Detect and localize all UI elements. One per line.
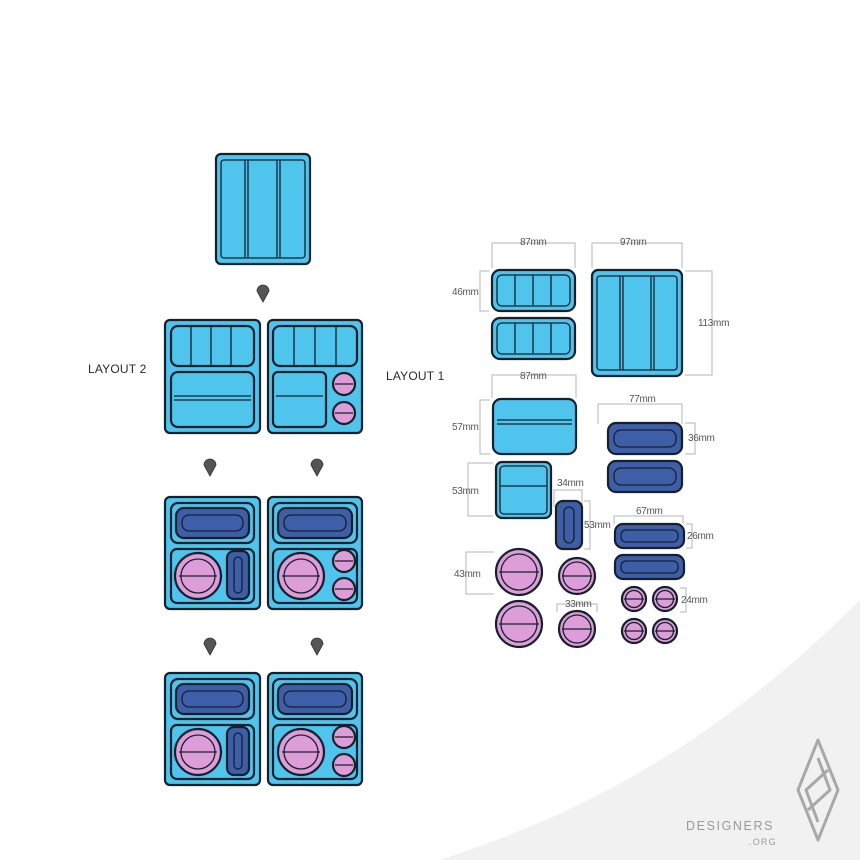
pink-lid-33mm-1 [557, 556, 597, 596]
brand-name: DESIGNERS [686, 819, 774, 833]
layout-2-label: LAYOUT 2 [88, 362, 147, 376]
pink-lid-33mm-2 [557, 609, 597, 649]
dark-vertical-pod [554, 499, 584, 551]
layout-1-tray-stage-2 [266, 495, 364, 611]
dim-label-33mm: 33mm [565, 599, 592, 610]
dim-label-36mm: 36mm [688, 433, 715, 444]
layout-2-tray-stage-2 [163, 495, 262, 611]
square-tray-53mm [494, 460, 553, 520]
dim-label-87mm-top: 87mm [520, 237, 547, 248]
corner-gradient [440, 600, 860, 860]
small-divided-tray-1 [490, 268, 577, 313]
dim-label-67mm: 67mm [636, 506, 663, 517]
pink-lid-43mm-2 [494, 599, 544, 649]
dim-label-87mm-mid: 87mm [520, 371, 547, 382]
dim-label-26mm: 26mm [687, 531, 714, 542]
small-divided-tray-2 [490, 316, 577, 361]
dim-label-57mm: 57mm [452, 422, 479, 433]
designers-org-logo-icon [796, 738, 840, 842]
dim-label-77mm: 77mm [629, 394, 656, 405]
pink-lid-24mm-group [620, 585, 679, 645]
medium-tray-57mm [491, 397, 578, 456]
dim-label-53mm-right: 53mm [584, 520, 611, 531]
brand-domain: .ORG [749, 837, 777, 847]
arrow-down-icon [256, 284, 270, 303]
layout-1-tray-stage-1 [266, 318, 364, 435]
dark-pod-26mm-2 [613, 553, 686, 581]
dark-pod-36mm-1 [606, 421, 684, 456]
dim-label-43mm: 43mm [454, 569, 481, 580]
main-tray-top [214, 152, 312, 266]
dim-label-34mm: 34mm [557, 478, 584, 489]
dim-label-53mm-left: 53mm [452, 486, 479, 497]
dimension-lines [465, 242, 713, 613]
dim-label-46mm: 46mm [452, 287, 479, 298]
layout-1-label: LAYOUT 1 [386, 369, 445, 383]
layout-2-tray-stage-3 [163, 671, 262, 787]
dark-pod-26mm-1 [613, 522, 686, 550]
layout-1-tray-stage-3 [266, 671, 364, 787]
layout-2-tray-stage-1 [163, 318, 262, 435]
dim-label-97mm: 97mm [620, 237, 647, 248]
arrow-down-icon [310, 637, 324, 656]
arrow-down-icon [310, 458, 324, 477]
dark-pod-36mm-2 [606, 459, 684, 494]
large-divided-tray [590, 268, 684, 378]
arrow-down-icon [203, 637, 217, 656]
arrow-down-icon [203, 458, 217, 477]
pink-lid-43mm-1 [494, 547, 544, 597]
dim-label-24mm: 24mm [681, 595, 708, 606]
dim-label-113mm: 113mm [698, 318, 729, 329]
